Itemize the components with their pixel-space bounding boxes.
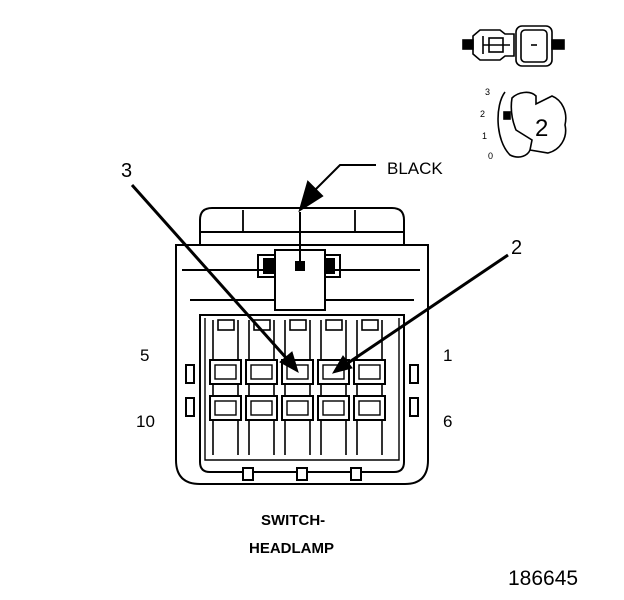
dial-scale-2: 2 — [480, 109, 486, 119]
pin-label-6: 6 — [443, 412, 453, 431]
callout-2-label: 2 — [511, 237, 523, 259]
dial-position-value: 2 — [535, 115, 549, 142]
dial-scale-0: 0 — [488, 151, 494, 161]
dial-scale-3: 3 — [485, 87, 491, 97]
callout-3-arrow — [130, 184, 299, 374]
pin-label-10: 10 — [136, 412, 155, 431]
figure-number: 186645 — [508, 567, 579, 590]
connector-body — [175, 207, 429, 485]
callout-2-arrow — [331, 253, 509, 374]
connector-side-view-icon — [462, 25, 565, 67]
connector-title-line1: SWITCH- — [261, 512, 326, 529]
pin-label-1: 1 — [443, 346, 453, 365]
connector-title-line2: HEADLAMP — [249, 540, 334, 557]
position-dial-icon — [497, 91, 567, 158]
pin-row-bottom — [209, 395, 386, 421]
callout-3-label: 3 — [121, 160, 133, 182]
black-leader-line — [298, 164, 376, 213]
dial-scale-1: 1 — [482, 131, 488, 141]
black-color-label: BLACK — [387, 159, 443, 178]
terminal-guides — [212, 319, 383, 455]
pin-label-5: 5 — [140, 346, 150, 365]
